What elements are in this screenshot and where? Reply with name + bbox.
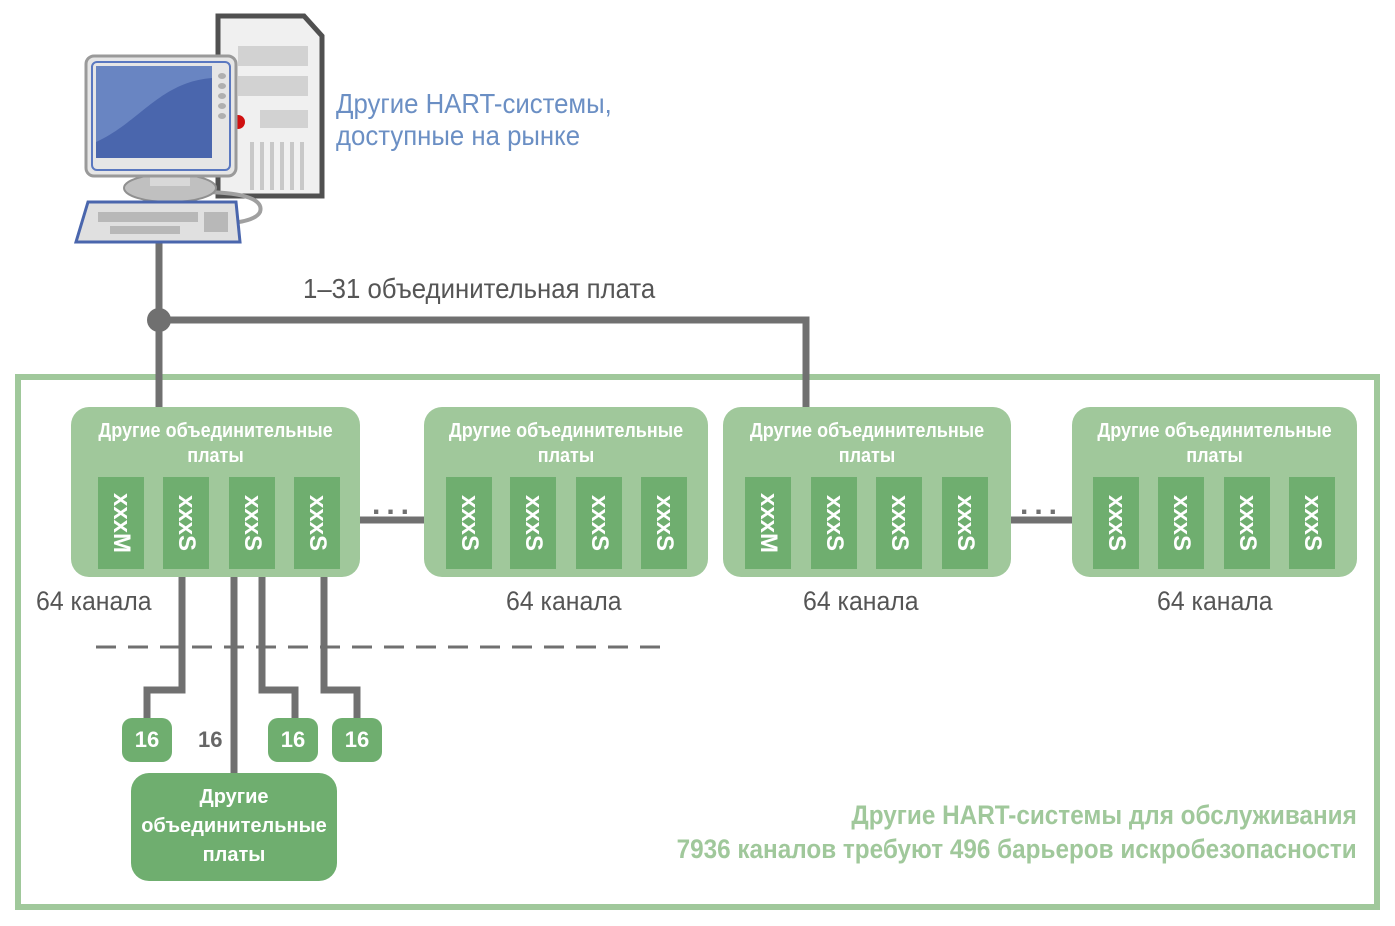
bus-junction	[147, 308, 171, 332]
module-master: xxxM	[98, 477, 144, 569]
module-slave: xxxS	[229, 477, 275, 569]
module-slave: xxxS	[294, 477, 340, 569]
summary-line1: Другие HART-системы для обслуживания	[851, 800, 1357, 830]
bus-label: 1–31 объединительная плата	[303, 273, 656, 304]
ellipsis-2: ...	[1020, 488, 1064, 521]
system-frame	[15, 374, 1380, 910]
other-systems-label: Другие HART-системы, доступные на рынке	[336, 88, 612, 152]
module-slave: xxxS	[510, 477, 556, 569]
module-slave: xxxS	[1224, 477, 1270, 569]
module-slave: xxxS	[1158, 477, 1204, 569]
channel-count-label: 16	[198, 727, 223, 752]
channels-label-4: 64 канала	[1157, 586, 1273, 616]
module-slave: xxxS	[811, 477, 857, 569]
channels-label-3: 64 канала	[803, 586, 919, 616]
channels-label-1: 64 канала	[36, 586, 152, 616]
module-master: xxxM	[745, 477, 791, 569]
sub-backplane-board: Другие объединительные платы	[131, 773, 337, 881]
module-slave: xxxS	[1093, 477, 1139, 569]
module-slave: xxxS	[876, 477, 922, 569]
channel-count-box: 16	[268, 718, 318, 762]
channel-line-4	[320, 576, 361, 720]
computer-workstation-icon	[73, 13, 325, 244]
module-slave: xxxS	[163, 477, 209, 569]
module-slave: xxxS	[576, 477, 622, 569]
other-systems-line1: Другие HART-системы,	[336, 88, 612, 119]
ellipsis-1: ...	[372, 488, 416, 521]
bus-line	[159, 316, 810, 410]
module-slave: xxxS	[1289, 477, 1335, 569]
module-slave: xxxS	[942, 477, 988, 569]
channel-line-3	[258, 576, 299, 720]
channels-label-2: 64 канала	[506, 586, 622, 616]
module-slave: xxxS	[641, 477, 687, 569]
summary-line2: 7936 каналов требуют 496 барьеров искроб…	[676, 834, 1357, 864]
other-systems-line2: доступные на рынке	[336, 120, 581, 151]
channel-count-box: 16	[122, 718, 172, 762]
channel-count-box: 16	[332, 718, 382, 762]
summary-text: Другие HART-системы для обслуживания 793…	[677, 798, 1357, 866]
module-slave: xxxS	[446, 477, 492, 569]
channel-line-1	[143, 576, 186, 720]
